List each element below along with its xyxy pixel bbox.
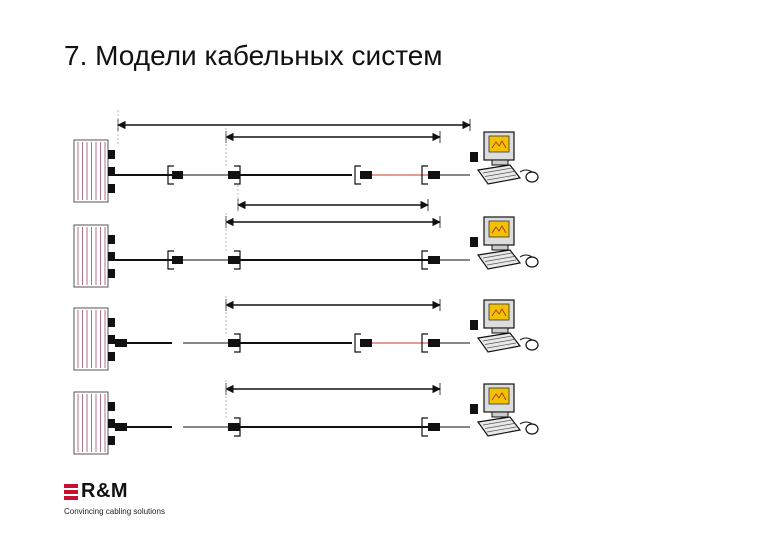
keyboard-keys	[482, 167, 513, 174]
panel-port	[108, 252, 115, 261]
plug	[172, 171, 183, 179]
plug	[228, 339, 240, 347]
panel-port	[108, 235, 115, 244]
panel-port	[108, 269, 115, 278]
connector-bracket	[421, 333, 428, 353]
plug	[428, 256, 440, 264]
keyboard-keys	[486, 259, 517, 266]
plug	[360, 171, 372, 179]
connector-bracket	[234, 165, 241, 185]
mouse-cable	[519, 421, 533, 425]
keyboard-keys	[484, 171, 515, 177]
keyboard-keys	[486, 342, 517, 349]
keyboard-keys	[484, 339, 515, 345]
patch-panel-icon	[73, 307, 115, 371]
connector-bracket	[421, 165, 428, 185]
panel-port	[108, 436, 115, 445]
connector-bracket	[167, 165, 174, 185]
plug	[428, 171, 440, 179]
monitor-screen	[488, 303, 510, 321]
panel-port	[108, 352, 115, 361]
computer-icon	[470, 383, 539, 437]
panel-port	[108, 318, 115, 327]
connector-bracket	[354, 333, 361, 353]
plug	[228, 423, 240, 431]
plug	[172, 256, 183, 264]
keyboard	[476, 416, 522, 437]
cabling-row	[73, 380, 539, 455]
connector-bracket	[421, 417, 428, 437]
wall-outlet	[470, 404, 478, 414]
mouse	[525, 339, 539, 351]
cabling-row	[73, 213, 539, 288]
keyboard-keys	[484, 423, 515, 429]
monitor-stand	[491, 411, 509, 418]
company-logo: R&M Convincing cabling solutions	[64, 480, 165, 516]
keyboard	[476, 332, 522, 353]
plug	[360, 339, 372, 347]
mouse	[525, 171, 539, 183]
screen-chart	[491, 140, 507, 149]
logo-tagline: Convincing cabling solutions	[64, 507, 165, 516]
monitor-stand	[491, 159, 509, 166]
cabling-row	[73, 110, 539, 213]
keyboard	[476, 249, 522, 270]
connector-bracket	[234, 250, 241, 270]
plug	[115, 339, 127, 347]
mouse-cable	[519, 337, 533, 341]
plug	[115, 423, 127, 431]
panel-port	[108, 335, 115, 344]
connector-bracket	[234, 417, 241, 437]
patch-panel-icon	[73, 224, 115, 288]
connector-bracket	[167, 250, 174, 270]
computer-icon	[470, 216, 539, 270]
screen-chart	[491, 308, 507, 317]
patch-panel-icon	[73, 139, 115, 203]
keyboard-keys	[482, 335, 513, 342]
monitor-stand	[491, 327, 509, 334]
mouse-cable	[519, 169, 533, 173]
slide-title: 7. Модели кабельных систем	[64, 40, 443, 71]
plug	[428, 423, 440, 431]
logo-name: R&M	[81, 480, 129, 502]
connector-bracket	[421, 250, 428, 270]
monitor-screen	[488, 387, 510, 405]
monitor-screen	[488, 220, 510, 238]
panel-port	[108, 167, 115, 176]
computer-icon	[470, 131, 539, 185]
monitor-stand	[491, 244, 509, 251]
plug	[228, 256, 240, 264]
cabling-row	[73, 296, 539, 371]
wall-outlet	[470, 320, 478, 330]
logo-bars-icon	[64, 483, 78, 500]
screen-chart	[491, 392, 507, 401]
panel-port	[108, 419, 115, 428]
plug	[228, 171, 240, 179]
mouse	[525, 256, 539, 268]
plug	[428, 339, 440, 347]
panel-port	[108, 150, 115, 159]
keyboard	[476, 164, 522, 185]
connector-bracket	[354, 165, 361, 185]
keyboard-keys	[484, 256, 515, 262]
connector-bracket	[234, 333, 241, 353]
keyboard-keys	[482, 419, 513, 426]
cabling-diagram	[73, 110, 539, 455]
panel-port	[108, 184, 115, 193]
panel-port	[108, 402, 115, 411]
wall-outlet	[470, 237, 478, 247]
keyboard-keys	[486, 174, 517, 181]
wall-outlet	[470, 152, 478, 162]
computer-icon	[470, 299, 539, 353]
patch-panel-icon	[73, 391, 115, 455]
mouse-cable	[519, 254, 533, 258]
mouse	[525, 423, 539, 435]
monitor-screen	[488, 135, 510, 153]
keyboard-keys	[486, 426, 517, 433]
screen-chart	[491, 225, 507, 234]
keyboard-keys	[482, 252, 513, 259]
